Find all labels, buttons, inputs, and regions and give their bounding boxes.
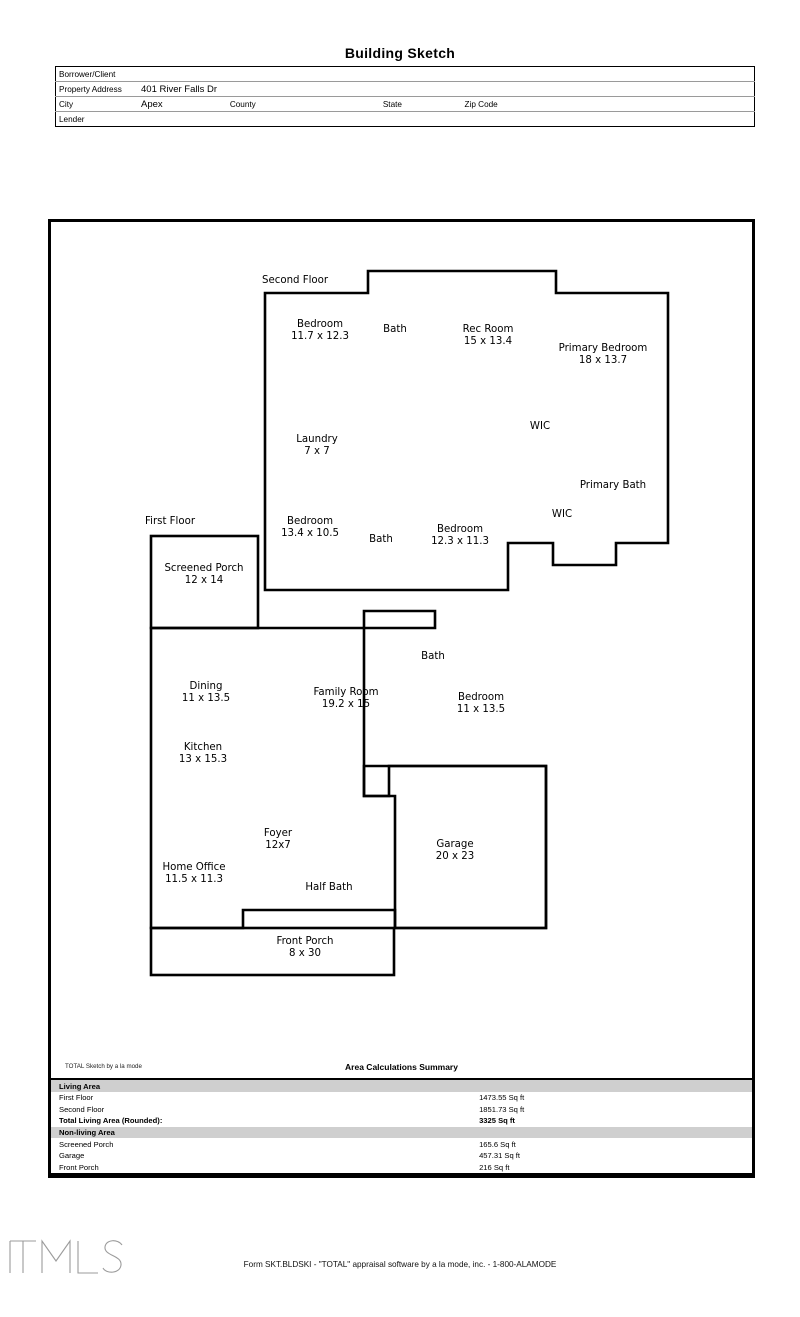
lender-value[interactable] — [133, 112, 755, 127]
total-living-area-value: 3325 Sq ft — [479, 1116, 515, 1126]
sketch-frame: Second Floor Bedroom 11.7 x 12.3 Bath Re… — [48, 219, 755, 1178]
first-floor-area-name: First Floor — [59, 1093, 94, 1103]
property-address-value[interactable]: 401 River Falls Dr — [133, 81, 755, 97]
room-label-screened-porch-name: Screened Porch — [164, 563, 243, 574]
room-label-bedroom-4-dims: 11 x 13.5 — [457, 704, 505, 715]
screened-porch-area-value: 165.6 Sq ft — [479, 1139, 516, 1149]
room-label-front-porch-name: Front Porch — [276, 936, 333, 947]
room-label-garage-dims: 20 x 23 — [436, 851, 474, 862]
second-floor-label: Second Floor — [262, 275, 329, 286]
city-label: City — [55, 96, 133, 112]
city-value[interactable]: Apex — [133, 96, 227, 112]
garage-area-value: 457.31 Sq ft — [479, 1151, 521, 1161]
borrower-label: Borrower/Client — [55, 66, 133, 82]
room-label-bedroom-4-name: Bedroom — [458, 692, 504, 703]
state-label: State — [382, 99, 402, 109]
room-label-primary-bath: Primary Bath — [580, 480, 646, 491]
room-label-kitchen-dims: 13 x 15.3 — [179, 754, 227, 765]
room-label-home-office-name: Home Office — [162, 862, 225, 873]
second-floor-area-name: Second Floor — [59, 1104, 105, 1114]
room-label-primary-bedroom-name: Primary Bedroom — [559, 343, 648, 354]
first-floor-area-value: 1473.55 Sq ft — [479, 1093, 525, 1103]
room-label-foyer-dims: 12x7 — [265, 840, 290, 851]
room-label-bedroom-2-name: Bedroom — [287, 516, 333, 527]
table-row-property-address: Property Address 401 River Falls Dr — [55, 81, 755, 97]
table-row-screened-porch: Screened Porch 165.6 Sq ft — [51, 1138, 752, 1150]
room-label-kitchen-name: Kitchen — [184, 742, 222, 753]
second-floor-area-value: 1851.73 Sq ft — [479, 1104, 525, 1114]
room-label-rec-room-name: Rec Room — [463, 324, 514, 335]
room-label-bath-1: Bath — [383, 324, 407, 335]
page-title: Building Sketch — [344, 45, 456, 61]
room-label-bedroom-3-name: Bedroom — [437, 524, 483, 535]
room-label-garage-name: Garage — [436, 839, 473, 850]
borrower-value[interactable] — [133, 66, 755, 82]
room-label-family-room-dims: 19.2 x 15 — [322, 699, 370, 710]
room-label-half-bath: Half Bath — [305, 882, 352, 893]
table-row-borrower: Borrower/Client — [55, 66, 755, 82]
front-porch-outline — [149, 926, 396, 977]
second-floor-outline — [263, 269, 670, 592]
front-porch-area-name: Front Porch — [59, 1162, 99, 1172]
first-floor-label: First Floor — [145, 516, 196, 527]
form-footer-text: Form SKT.BLDSKI - "TOTAL" appraisal soft… — [243, 1260, 557, 1269]
room-label-rec-room-dims: 15 x 13.4 — [464, 336, 512, 347]
lender-label: Lender — [59, 114, 85, 124]
table-row-garage: Garage 457.31 Sq ft — [51, 1150, 752, 1162]
table-row-total-living: Total Living Area (Rounded): 3325 Sq ft — [51, 1115, 752, 1127]
city-row-right: State Zip Code — [379, 96, 755, 112]
room-label-wic-2: WIC — [552, 509, 572, 520]
table-row-first-floor: First Floor 1473.55 Sq ft — [51, 1092, 752, 1104]
garage-area-name: Garage — [59, 1151, 85, 1161]
zip-label: Zip Code — [464, 99, 498, 109]
room-label-home-office-dims: 11.5 x 11.3 — [165, 874, 223, 885]
total-living-area-name: Total Living Area (Rounded): — [59, 1116, 163, 1126]
room-label-bath-2: Bath — [369, 534, 393, 545]
property-address-label: Property Address — [55, 81, 133, 97]
room-label-laundry-dims: 7 x 7 — [304, 446, 329, 457]
nonliving-area-heading: Non-living Area — [51, 1126, 752, 1139]
floor-plan-sketch: Second Floor Bedroom 11.7 x 12.3 Bath Re… — [145, 269, 670, 977]
room-label-dining-name: Dining — [190, 681, 223, 692]
tmls-watermark-logo: TMLS — [9, 1239, 123, 1274]
area-summary-table: Living Area First Floor 1473.55 Sq ft Se… — [51, 1078, 752, 1175]
room-label-bath-3: Bath — [421, 651, 445, 662]
table-row-second-floor: Second Floor 1851.73 Sq ft — [51, 1103, 752, 1115]
room-label-bedroom-2-dims: 13.4 x 10.5 — [281, 528, 339, 539]
area-summary-title: Area Calculations Summary — [345, 1062, 458, 1073]
room-label-bedroom-1-dims: 11.7 x 12.3 — [291, 331, 349, 342]
sketch-credit: TOTAL Sketch by a la mode — [65, 1063, 142, 1071]
table-row-nonliving-section: Non-living Area — [51, 1126, 752, 1139]
area-calculations-summary: TOTAL Sketch by a la mode Area Calculati… — [51, 1060, 752, 1175]
table-row-front-porch: Front Porch 216 Sq ft — [51, 1161, 752, 1174]
table-row-living-section: Living Area — [51, 1079, 752, 1092]
garage-outline — [362, 764, 548, 930]
property-info-table: Borrower/Client Property Address 401 Riv… — [55, 66, 755, 127]
room-label-wic-1: WIC — [530, 421, 550, 432]
screened-porch-area-name: Screened Porch — [59, 1139, 114, 1149]
room-label-front-porch-dims: 8 x 30 — [289, 948, 321, 959]
table-row-city: City Apex County State Zip Code — [55, 96, 755, 112]
living-area-heading: Living Area — [51, 1079, 752, 1092]
room-label-primary-bedroom-dims: 18 x 13.7 — [579, 355, 627, 366]
table-row-lender: Lender — [56, 112, 755, 127]
room-label-dining-dims: 11 x 13.5 — [182, 693, 230, 704]
front-porch-area-value: 216 Sq ft — [479, 1162, 510, 1172]
area-summary-header: TOTAL Sketch by a la mode Area Calculati… — [51, 1060, 752, 1078]
room-label-laundry-name: Laundry — [296, 434, 338, 445]
county-label: County — [226, 96, 380, 112]
room-label-bedroom-3-dims: 12.3 x 11.3 — [431, 536, 489, 547]
room-label-family-room-name: Family Room — [313, 687, 378, 698]
room-label-foyer-name: Foyer — [264, 828, 293, 839]
room-label-screened-porch-dims: 12 x 14 — [185, 575, 223, 586]
room-label-bedroom-1-name: Bedroom — [297, 319, 343, 330]
